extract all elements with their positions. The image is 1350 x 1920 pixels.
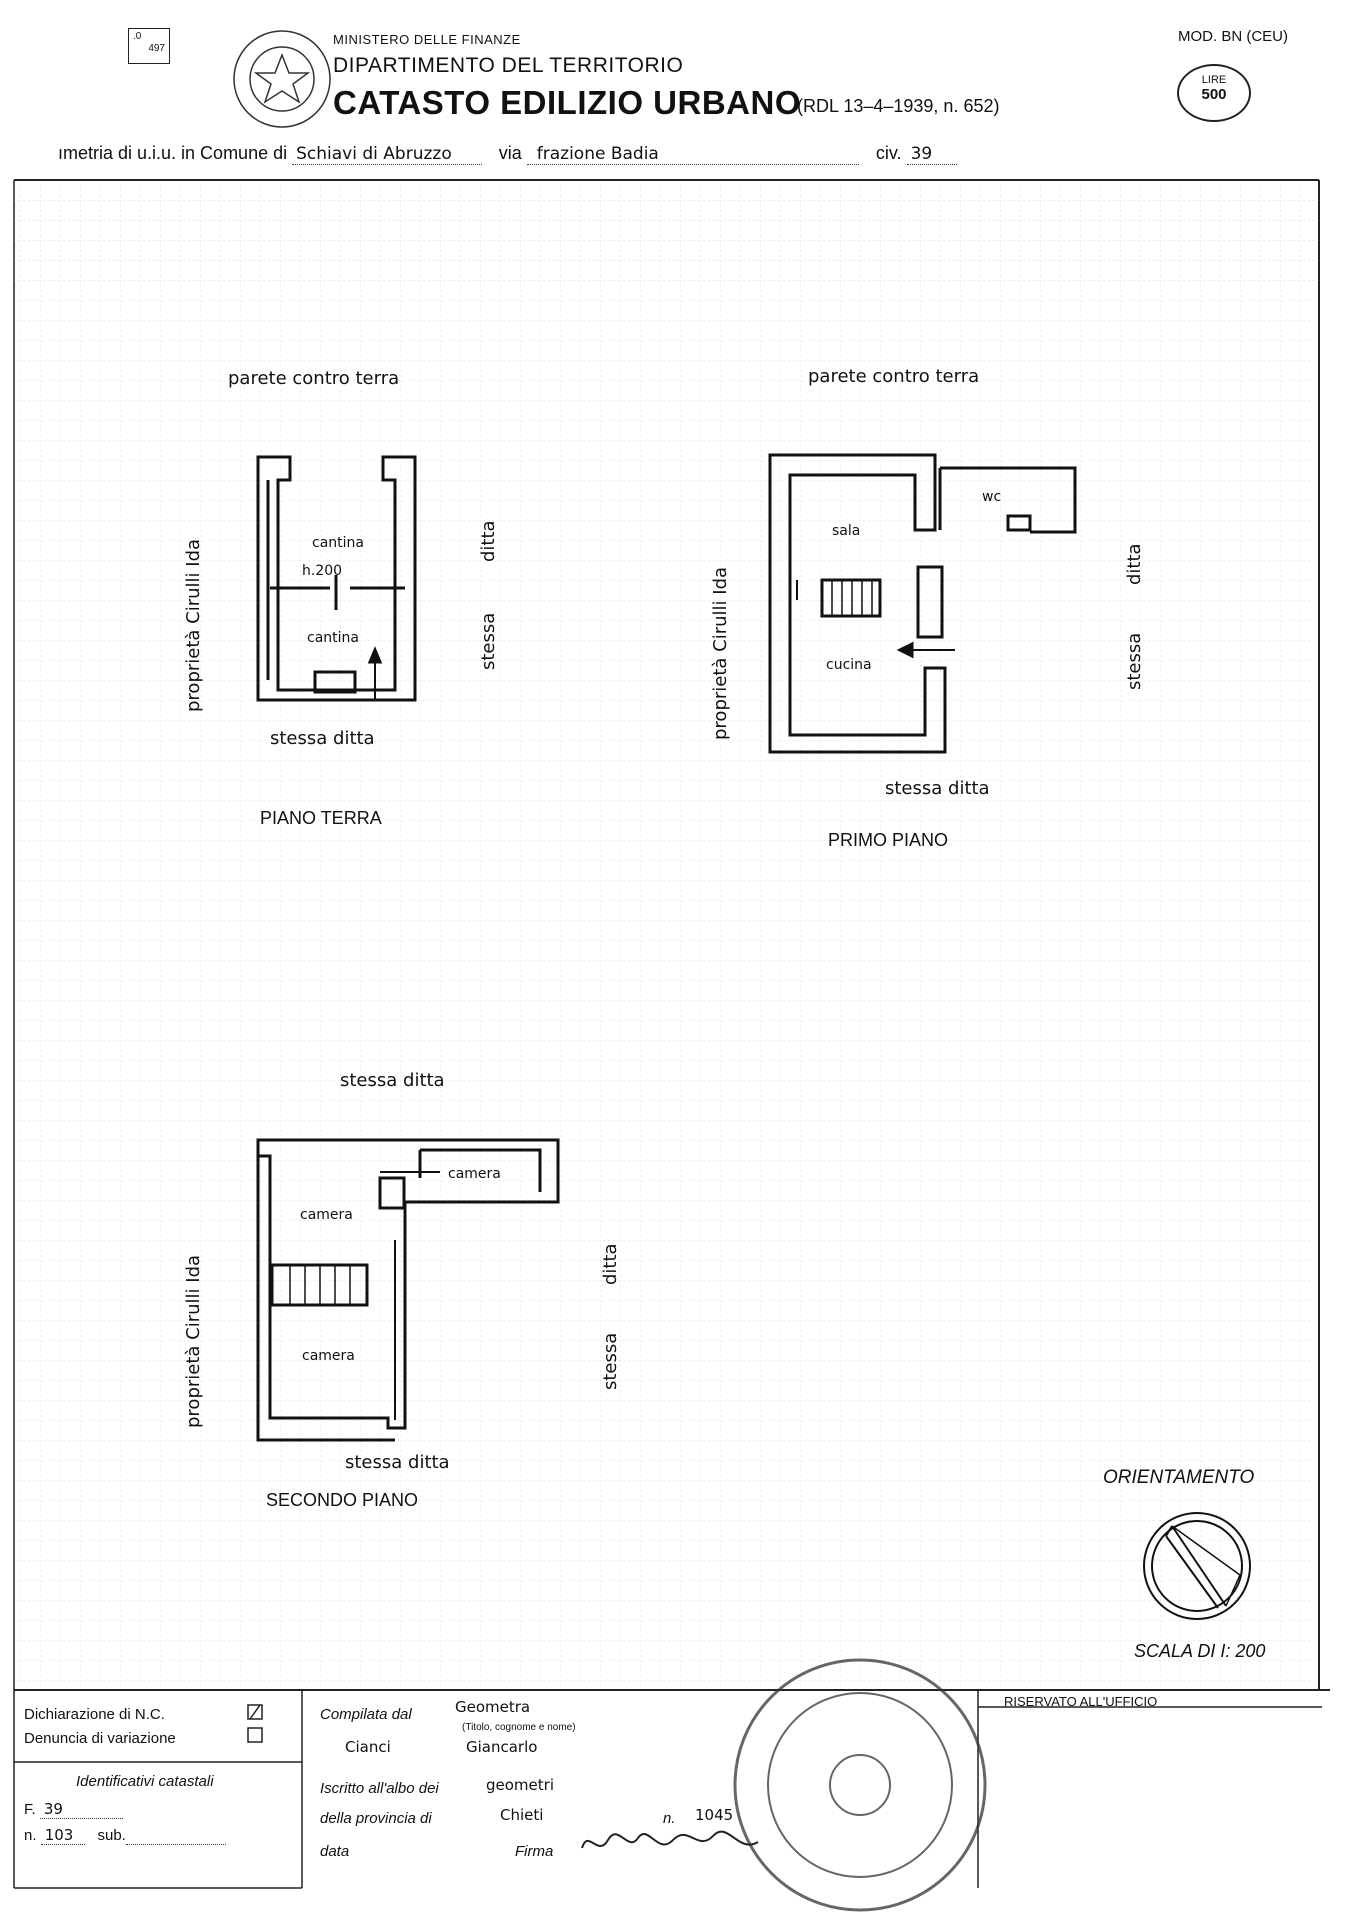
sp-room-camera-2: camera: [300, 1207, 353, 1223]
civ-value: 39: [906, 144, 958, 165]
title-note: (Titolo, cognome e nome): [462, 1722, 576, 1733]
f-label: F.: [24, 1801, 36, 1818]
pp-floor-name: PRIMO PIANO: [828, 830, 949, 850]
law-reference: (RDL 13–4–1939, n. 652): [797, 96, 1000, 116]
sp-right-label-2: stessa: [600, 1332, 621, 1390]
pt-room-height: h.200: [302, 563, 343, 579]
pp-room-cucina: cucina: [826, 657, 872, 673]
plan-location-line: ımetria di u.i.u. in Comune di Schiavi d…: [58, 143, 958, 165]
sp-room-camera-1: camera: [448, 1166, 501, 1182]
pp-bottom-label: stessa ditta: [885, 778, 990, 799]
data-label: data: [320, 1843, 350, 1860]
pp-room-sala: sala: [832, 523, 861, 539]
pp-top-label: parete contro terra: [808, 366, 980, 387]
ident-title: Identificativi catastali: [76, 1773, 214, 1790]
sp-top-label: stessa ditta: [340, 1070, 445, 1091]
republic-emblem: [233, 30, 331, 128]
department-label: DIPARTIMENTO DEL TERRITORIO: [333, 54, 684, 77]
pt-room-cantina-1: cantina: [312, 535, 364, 551]
pp-right-label-1: ditta: [1124, 543, 1145, 585]
pt-top-label: parete contro terra: [228, 368, 400, 389]
orientation-title: ORIENTAMENTO: [1103, 1467, 1255, 1488]
reserved-office-label: RISERVATO ALL'UFFICIO: [1004, 1694, 1158, 1709]
sub-label: sub.: [97, 1827, 126, 1844]
primo-piano-plan: [768, 453, 1077, 754]
official-stamp: [733, 1658, 987, 1912]
compiled-by-label: Compilata dal: [320, 1706, 412, 1723]
albo-label: Iscritto all'albo dei: [320, 1780, 439, 1797]
pp-left-label: proprietà Cirulli Ida: [710, 566, 731, 740]
declaration-nc-label: Dichiarazione di N.C.: [24, 1706, 165, 1723]
firma-label: Firma: [515, 1843, 554, 1860]
pt-right-label-2: stessa: [478, 612, 499, 670]
tax-stamp-currency: LIRE: [1201, 74, 1227, 86]
pt-left-label: proprietà Cirulli Ida: [183, 538, 204, 712]
n-albo-value: 1045: [695, 1806, 734, 1824]
scale-label: SCALA DI I: 200: [1134, 1641, 1266, 1661]
pt-floor-name: PIANO TERRA: [260, 808, 382, 828]
pt-room-cantina-2: cantina: [307, 630, 359, 646]
sp-bottom-label: stessa ditta: [345, 1452, 450, 1473]
denuncia-label: Denuncia di variazione: [24, 1730, 176, 1747]
tax-stamp: LIRE 500: [1177, 64, 1251, 122]
comune-value: Schiavi di Abruzzo: [292, 144, 482, 165]
pt-bottom-label: stessa ditta: [270, 728, 375, 749]
sp-floor-name: SECONDO PIANO: [266, 1490, 419, 1510]
n-value: 103: [40, 1826, 86, 1845]
ministry-label: MINISTERO DELLE FINANZE: [333, 32, 521, 47]
f-value: 39: [39, 1800, 123, 1819]
pt-right-label-1: ditta: [478, 520, 499, 562]
provincia-label: della provincia di: [320, 1810, 432, 1827]
plan-prefix: ımetria di u.i.u. in Comune di: [58, 143, 288, 163]
f-field: F. 39: [24, 1800, 123, 1819]
sp-right-label-1: ditta: [600, 1243, 621, 1285]
piano-terra-plan: [256, 455, 417, 702]
model-code: MOD. BN (CEU): [1178, 28, 1288, 45]
pp-room-wc: wc: [982, 489, 1002, 505]
sp-left-label: proprietà Cirulli Ida: [183, 1254, 204, 1428]
form-code-box: .0 497: [128, 28, 170, 64]
form-code-top: .0: [133, 31, 142, 42]
register-title: CATASTO EDILIZIO URBANO: [333, 84, 801, 121]
sub-value-blank: [125, 1827, 226, 1845]
n-albo-label: n.: [663, 1810, 676, 1827]
civ-label: civ.: [875, 143, 902, 163]
surname-value: Cianci: [345, 1738, 391, 1756]
sp-room-camera-3: camera: [302, 1348, 355, 1364]
via-value: frazione Badia: [526, 144, 859, 165]
pp-right-label-2: stessa: [1124, 632, 1145, 690]
signature: [581, 1830, 759, 1849]
albo-value: geometri: [486, 1776, 554, 1794]
provincia-value: Chieti: [500, 1806, 544, 1824]
via-label: via: [498, 143, 522, 163]
name-value: Giancarlo: [466, 1738, 538, 1756]
form-code-bottom: 497: [148, 43, 165, 54]
orientation-compass: [1143, 1512, 1251, 1620]
tax-stamp-value: 500: [1201, 86, 1227, 103]
secondo-piano-plan: [256, 1138, 560, 1442]
n-field: n. 103 sub.: [24, 1826, 226, 1845]
footer-frame: [13, 1690, 1322, 1889]
n-label: n.: [24, 1827, 37, 1844]
compiled-by-value: Geometra: [455, 1698, 531, 1716]
